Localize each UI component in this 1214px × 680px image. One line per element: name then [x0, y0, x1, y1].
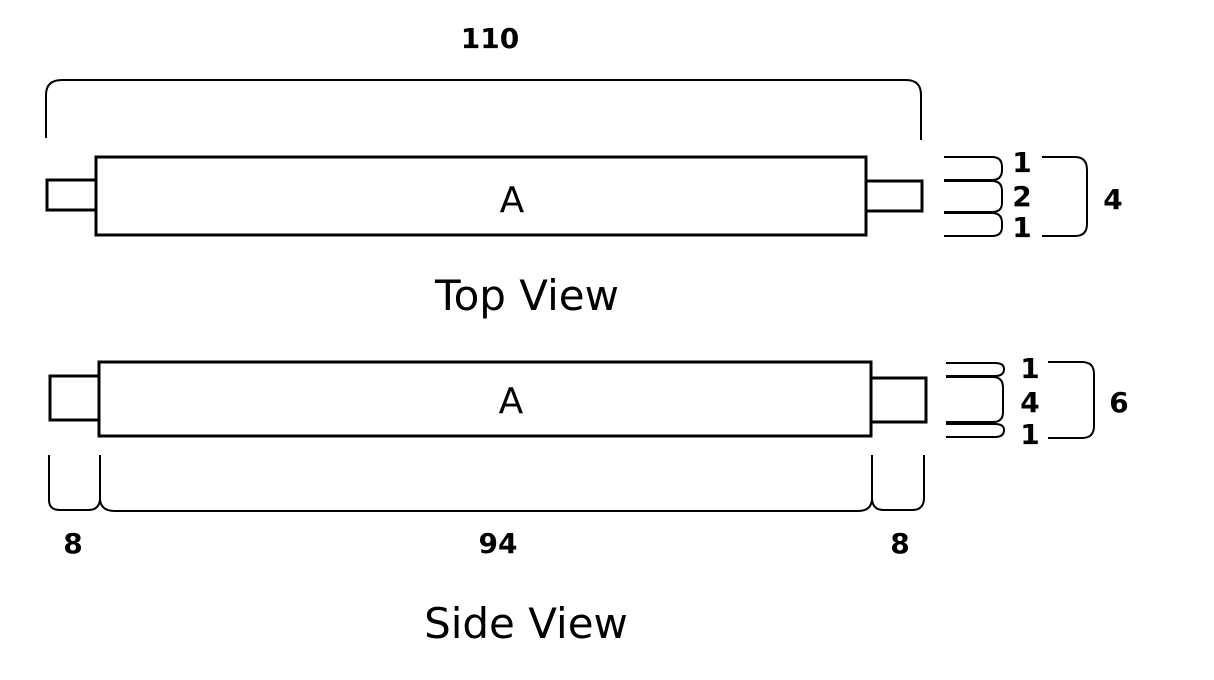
length-part-middle: 94 — [479, 527, 518, 560]
width-part-3: 1 — [1012, 211, 1031, 244]
width-total-label: 4 — [1103, 183, 1122, 216]
side-view: A 1 4 1 6 8 94 8 Side View — [48, 352, 1129, 648]
top-view-body — [94, 155, 868, 237]
height-part-1: 1 — [1020, 352, 1039, 385]
width-brace-middle — [944, 180, 1003, 213]
side-view-part-label: A — [499, 381, 524, 422]
height-brace-lower — [946, 423, 1006, 438]
left-shaft-end — [45, 178, 99, 212]
height-brace-upper — [946, 362, 1006, 377]
width-part-2: 2 — [1012, 180, 1031, 213]
side-view-caption: Side View — [424, 599, 628, 648]
height-part-3: 1 — [1020, 418, 1039, 451]
length-brace-left — [48, 455, 101, 511]
length-part-left: 8 — [63, 527, 82, 560]
length-brace-middle — [99, 455, 873, 512]
width-total-brace — [1042, 156, 1088, 237]
overall-length-label: 110 — [461, 22, 519, 55]
height-total-label: 6 — [1109, 386, 1128, 419]
left-shaft-end-side — [48, 374, 102, 422]
width-brace-upper — [944, 156, 1003, 181]
side-view-body — [97, 360, 873, 438]
top-view-part-label: A — [500, 180, 525, 221]
top-view-caption: Top View — [434, 271, 619, 320]
height-brace-middle — [946, 376, 1004, 423]
right-shaft-end — [864, 179, 924, 213]
top-view: 110 A 1 2 1 4 Top View — [45, 22, 1123, 320]
height-part-2: 4 — [1020, 386, 1039, 419]
width-brace-lower — [944, 212, 1003, 237]
width-part-1: 1 — [1012, 146, 1031, 179]
overall-length-brace — [45, 79, 922, 140]
height-total-brace — [1048, 361, 1095, 439]
length-brace-right — [871, 455, 925, 511]
length-part-right: 8 — [890, 527, 909, 560]
right-shaft-end-side — [869, 376, 928, 424]
